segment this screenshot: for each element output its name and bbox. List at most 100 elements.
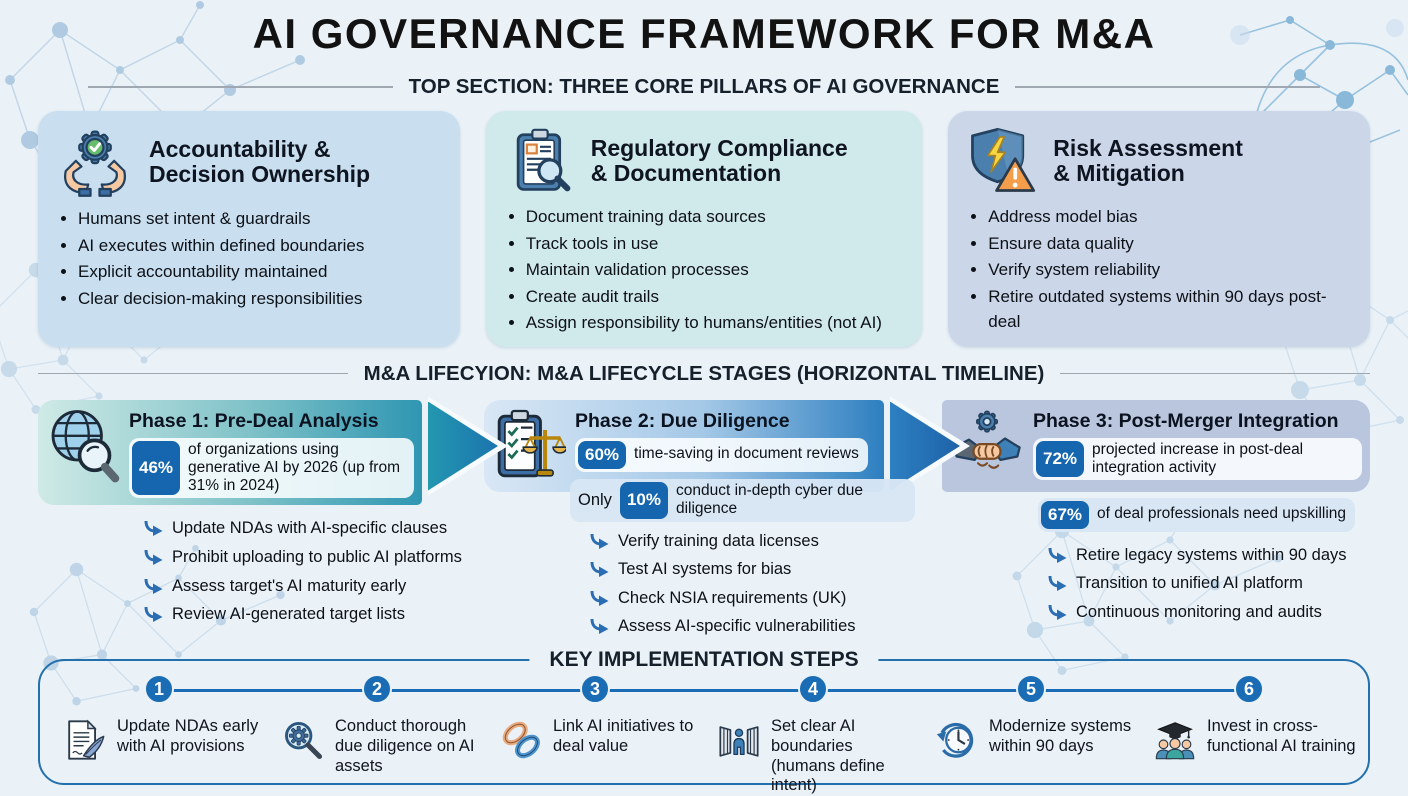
bullet-item: Transition to unified AI platform (1048, 573, 1370, 597)
bullet-item: Create audit trails (526, 284, 905, 310)
step-label: Set clear AI boundaries (humans define i… (771, 717, 885, 795)
steps-connector-line (160, 689, 1248, 692)
step-label: Update NDAs early with AI provisions (117, 717, 259, 755)
clock-rewind-icon (936, 722, 974, 758)
bullet-text: Verify training data licenses (618, 531, 819, 550)
timeline-section-heading: M&A LIFECYION: M&A LIFECYCLE STAGES (HOR… (38, 362, 1370, 386)
bullet-item: Clear decision-making responsibilities (78, 286, 442, 312)
step-label: Invest in cross-functional AI training (1207, 717, 1356, 755)
curved-arrow-icon (144, 520, 163, 542)
pillar-card-compliance: Regulatory Compliance & Documentation Do… (485, 111, 923, 347)
step-label: Modernize systems within 90 days (989, 717, 1132, 755)
stat-text: conduct in-depth cyber due diligence (675, 481, 863, 518)
person-gates-icon (719, 726, 759, 757)
graduation-people-icon (1155, 722, 1195, 760)
bullet-item: Assess target's AI maturity early (144, 576, 484, 600)
phase-stat: 67% of deal professionals need upskillin… (1038, 497, 1356, 532)
bullet-text: Review AI-generated target lists (172, 605, 405, 624)
pillar-title-line2: & Documentation (590, 160, 782, 186)
bullet-text: Transition to unified AI platform (1076, 574, 1303, 593)
chain-link-icon (502, 721, 540, 759)
phase-title: Phase 3: Post-Merger Integration (1033, 409, 1339, 432)
shield-lightning-warning-icon (971, 127, 1036, 192)
bullet-item: Retire outdated systems within 90 days p… (988, 284, 1352, 335)
curved-arrow-icon (1048, 575, 1067, 597)
step-label: Conduct thorough due diligence on AI ass… (335, 717, 475, 775)
pillar-bullet-list: Humans set intent & guardrails AI execut… (56, 206, 442, 311)
curved-arrow-icon (144, 549, 163, 571)
bullet-item: AI executes within defined boundaries (78, 233, 442, 259)
phase-bullet-list: Update NDAs with AI-specific clauses Pro… (144, 518, 484, 628)
heading-rule-left (88, 86, 393, 88)
timeline-heading-text: M&A LIFECYION: M&A LIFECYCLE STAGES (HOR… (363, 361, 1045, 385)
pillars-heading-text: TOP SECTION: THREE CORE PILLARS OF AI GO… (408, 75, 1000, 98)
bullet-text: Continuous monitoring and audits (1076, 602, 1322, 621)
phase-title: Phase 2: Due Diligence (575, 409, 790, 432)
bullet-item: Track tools in use (526, 231, 905, 257)
globe-magnifier-icon (51, 409, 120, 482)
lifecycle-timeline: Phase 1: Pre-Deal Analysis 46% of organi… (38, 396, 1370, 646)
steps-row: 1 Update NDAs early with AI provisions 2 (40, 661, 1368, 794)
bullet-item: Retire legacy systems within 90 days (1048, 545, 1370, 569)
phase-2-block: Phase 2: Due Diligence 60% time-saving i… (484, 396, 970, 646)
bullet-item: Prohibit uploading to public AI platform… (144, 547, 484, 571)
bullet-item: Check NSIA requirements (UK) (590, 588, 942, 612)
phase-2-banner: Phase 2: Due Diligence 60% time-saving i… (484, 399, 884, 492)
bullet-item: Address model bias (988, 204, 1352, 230)
pillar-title: Risk Assessment & Mitigation (1053, 134, 1243, 187)
curved-arrow-icon (1048, 604, 1067, 626)
heading-rule-right (1015, 86, 1321, 88)
stat-badge: 67% (1041, 500, 1090, 529)
phase-bullet-list: Verify training data licenses Test AI sy… (590, 531, 942, 641)
stat-badge: 60% (578, 440, 627, 469)
phase-bullet-list: Retire legacy systems within 90 days Tra… (1048, 545, 1370, 626)
pillar-bullet-list: Document training data sources Track too… (504, 204, 905, 336)
step-item-4: 4 Set clear AI boundaries (humans define… (704, 661, 922, 796)
step-item-6: 6 Invest in cross-functional AI training (1140, 661, 1358, 796)
document-quill-icon (68, 719, 105, 760)
bullet-text: Assess AI-specific vulnerabilities (618, 617, 856, 636)
bullet-text: Retire legacy systems within 90 days (1076, 545, 1347, 564)
stat-badge: 10% (619, 481, 668, 519)
pillars-row: Accountability & Decision Ownership Huma… (38, 111, 1370, 347)
heading-rule-left (38, 372, 348, 375)
step-number-badge: 5 (1016, 674, 1046, 705)
page-title: AI GOVERNANCE FRAMEWORK FOR M&A (252, 10, 1156, 57)
pillar-title: Accountability & Decision Ownership (149, 136, 370, 188)
step-number-badge: 6 (1234, 674, 1264, 705)
pillar-title-line1: Regulatory Compliance (590, 134, 848, 161)
bullet-item: Maintain validation processes (526, 257, 905, 283)
bullet-item: Ensure data quality (988, 231, 1352, 257)
bullet-item: Verify training data licenses (590, 531, 942, 555)
bullet-item: Verify system reliability (988, 257, 1352, 283)
stat-text: of deal professionals need upskilling (1097, 505, 1347, 523)
phase-stat: 60% time-saving in document reviews (575, 437, 868, 472)
pillar-title-line1: Risk Assessment (1053, 134, 1243, 161)
bullet-text: Update NDAs with AI-specific clauses (172, 519, 448, 538)
bullet-item: Humans set intent & guardrails (78, 206, 442, 232)
clipboard-magnifier-icon (516, 128, 571, 192)
bullet-item: Continuous monitoring and audits (1048, 602, 1370, 626)
hands-holding-gear-check-icon (64, 130, 126, 197)
phase-stat: 46% of organizations using generative AI… (129, 437, 414, 499)
step-number-badge: 4 (798, 674, 828, 705)
phase-stat: 72% projected increase in post-deal inte… (1033, 437, 1362, 481)
step-item-1: 1 Update NDAs early with AI provisions (50, 661, 268, 796)
curved-arrow-icon (590, 561, 609, 583)
phase-1-block: Phase 1: Pre-Deal Analysis 46% of organi… (38, 396, 508, 646)
bullet-item: Test AI systems for bias (590, 559, 942, 583)
curved-arrow-icon (590, 590, 609, 612)
stat-text: of organizations using generative AI by … (188, 440, 400, 495)
curved-arrow-icon (144, 606, 163, 628)
curved-arrow-icon (590, 533, 609, 555)
phase-stat: Only 10% conduct in-depth cyber due dili… (570, 478, 915, 522)
step-item-5: 5 Modernize systems within 90 days (922, 661, 1140, 796)
step-label: Link AI initiatives to deal value (553, 717, 694, 755)
curved-arrow-icon (144, 578, 163, 600)
pillar-card-risk: Risk Assessment & Mitigation Address mod… (948, 111, 1370, 347)
curved-arrow-icon (1048, 547, 1067, 569)
bullet-item: Document training data sources (526, 204, 905, 230)
bullet-item: Assess AI-specific vulnerabilities (590, 616, 942, 640)
step-number-badge: 2 (362, 674, 392, 705)
stat-text: time-saving in document reviews (634, 445, 859, 463)
